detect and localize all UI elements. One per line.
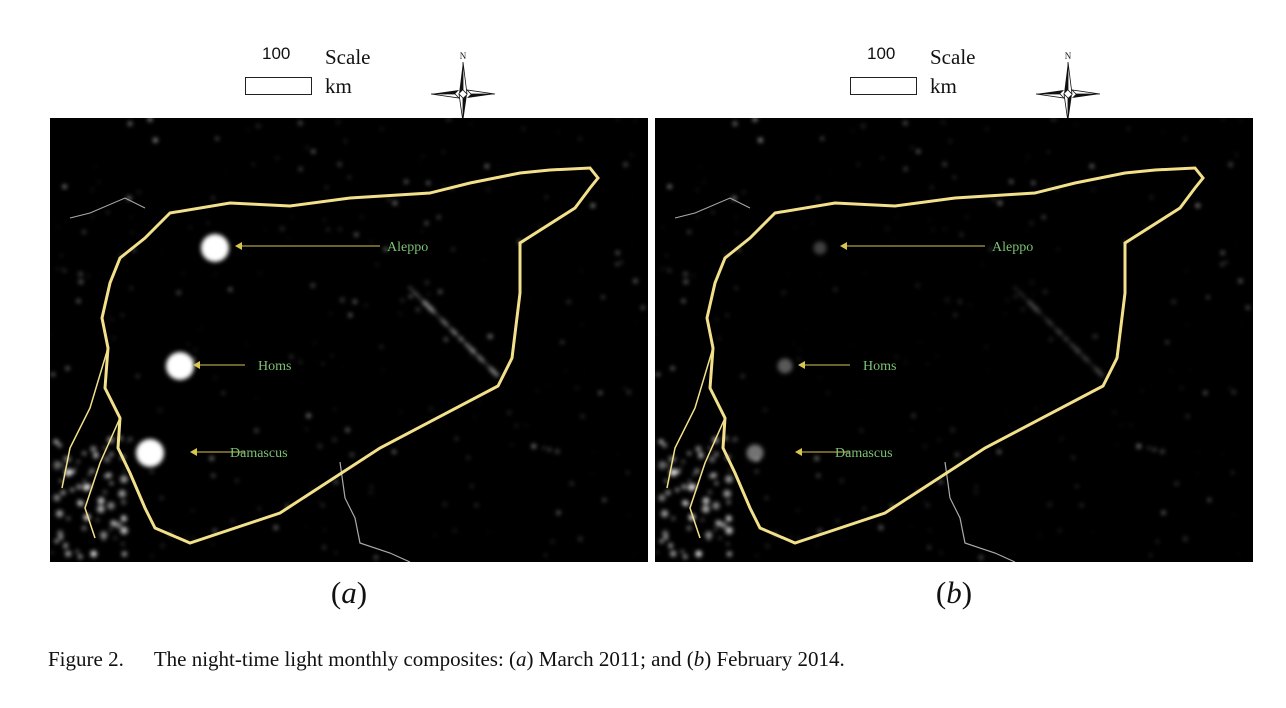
north-label: N [460,51,467,61]
arrowhead-icon [190,448,197,456]
scale-bar [850,77,917,95]
city-glow-damascus [136,439,164,467]
arrowhead-icon [840,242,847,250]
city-label-damascus: Damascus [835,446,893,461]
arrowhead-icon [235,242,242,250]
arrowhead-icon [193,361,200,369]
north-arrow-icon: N [1035,51,1101,122]
arrowhead-icon [798,361,805,369]
city-label-homs: Homs [863,359,896,374]
city-glow-homs [777,358,793,374]
city-glow-homs [166,352,194,380]
scale-number: 100 [867,44,896,63]
scale-unit: km [930,74,957,98]
city-label-homs: Homs [258,359,291,374]
scale-label: Scale [930,45,976,69]
scale-label: Scale [325,45,371,69]
north-arrow-icon: N [430,51,496,122]
scale-number: 100 [262,44,291,63]
arrowhead-icon [795,448,802,456]
panel-label-a: (a) [330,575,368,610]
city-label-aleppo: Aleppo [387,240,428,255]
scale-unit: km [325,74,352,98]
city-glow-aleppo [201,234,229,262]
figure-caption: Figure 2.The night-time light monthly co… [48,647,845,671]
figure-label: Figure 2. [48,647,124,671]
scale-bar [245,77,312,95]
city-label-aleppo: Aleppo [992,240,1033,255]
city-label-damascus: Damascus [230,446,288,461]
city-glow-damascus [746,444,764,462]
north-label: N [1065,51,1072,61]
city-glow-aleppo [813,241,827,255]
panel-label-b: (b) [935,575,973,610]
